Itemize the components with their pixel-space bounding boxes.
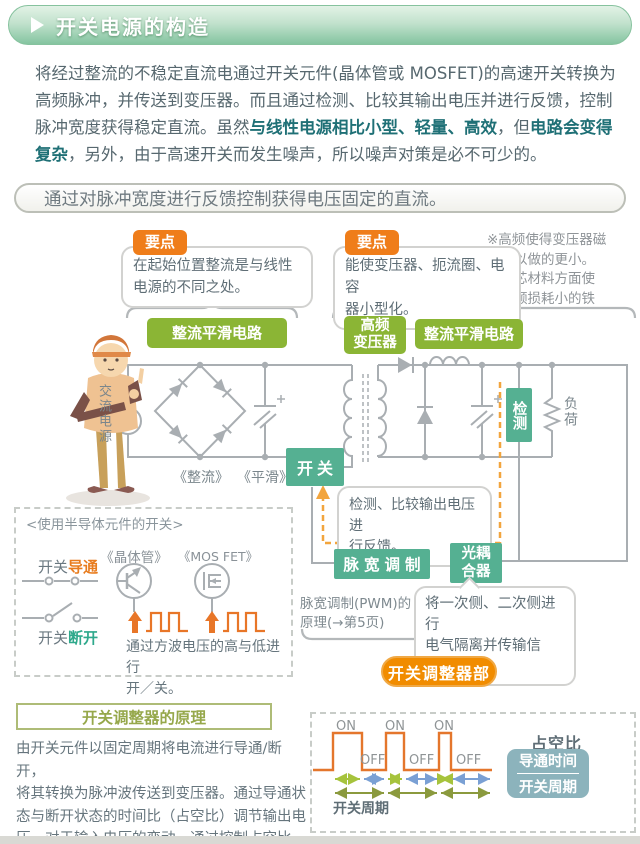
duty-denominator: 开关周期 <box>519 780 577 796</box>
semiconductor-box-title: <使用半导体元件的开关> <box>26 517 184 533</box>
fraction-bar <box>517 773 579 774</box>
switch-off-label: 开关断开 <box>38 629 99 647</box>
duty-cycle-formula: 导通时间 开关周期 <box>507 749 589 798</box>
duty-cycle-title: 占空比 <box>531 734 583 753</box>
switching-period-label: 开关周期 <box>333 801 389 817</box>
next-section-edge <box>0 836 640 844</box>
ac-source-label: 交流电源 <box>96 384 111 444</box>
keypoint-bubble-left: 在起始位置整流是与线性 电源的不同之处。 <box>121 246 313 308</box>
rectify-label: 《整流》 <box>173 470 229 486</box>
principle-body-text: 由开关元件以固定周期将电流进行导通/断开， 将其转换为脉冲波传送到变压器。通过导… <box>16 741 306 844</box>
duty-numerator: 导通时间 <box>519 754 577 770</box>
section-heading-pill: 通过对脉冲宽度进行反馈控制获得电压固定的直流。 <box>14 183 626 213</box>
transistor-label: 《晶体管》 <box>100 550 168 566</box>
load-label: 负荷 <box>562 396 578 428</box>
square-wave-caption: 通过方波电压的高与低进行 开／关。 <box>126 639 280 697</box>
section-heading-text: 通过对脉冲宽度进行反馈控制获得电压固定的直流。 <box>44 189 447 210</box>
intro-paragraph: 将经过整流的不稳定直流电通过开关元件(晶体管或 MOSFET)的高速开关转换为高… <box>35 64 616 164</box>
switch-block: 开关 <box>286 448 344 486</box>
keypoint-tag-left: 要点 <box>133 230 188 255</box>
switch-on-label: 开关导通 <box>38 558 99 576</box>
waveform-off-label: OFF <box>360 753 386 768</box>
waveform-on-label: ON <box>434 719 454 734</box>
waveform-off-label: OFF <box>456 753 482 768</box>
page-title-banner: 开关电源的构造 <box>8 5 632 45</box>
semiconductor-switch-box <box>14 507 293 677</box>
waveform-on-label: ON <box>336 719 356 734</box>
label-rectifier-smoothing-right: 整流平滑电路 <box>415 319 523 349</box>
pwm-block: 脉宽调制 <box>334 549 430 579</box>
smooth-label: 《平滑》 <box>237 470 293 486</box>
principle-title-box: 开关调整器的原理 <box>16 703 272 730</box>
page-title: 开关电源的构造 <box>56 14 210 39</box>
duty-cycle-box <box>310 712 636 833</box>
play-triangle-icon <box>31 17 44 33</box>
label-rectifier-smoothing-left: 整流平滑电路 <box>147 318 287 348</box>
mascot-illustration <box>66 335 150 506</box>
detect-block: 检测 <box>506 388 532 442</box>
mosfet-label: 《MOS FET》 <box>177 549 259 564</box>
label-hf-transformer: 高频 变压器 <box>344 316 406 354</box>
pwm-principle-note: 脉宽调制(PWM)的 原理(→第5页) <box>300 596 412 631</box>
switching-regulator-badge: 开关调整器部 <box>381 656 497 687</box>
waveform-on-label: ON <box>385 719 405 734</box>
optocoupler-block: 光耦 合器 <box>450 543 502 583</box>
keypoint-tag-right: 要点 <box>345 230 400 255</box>
waveform-off-label: OFF <box>409 753 435 768</box>
